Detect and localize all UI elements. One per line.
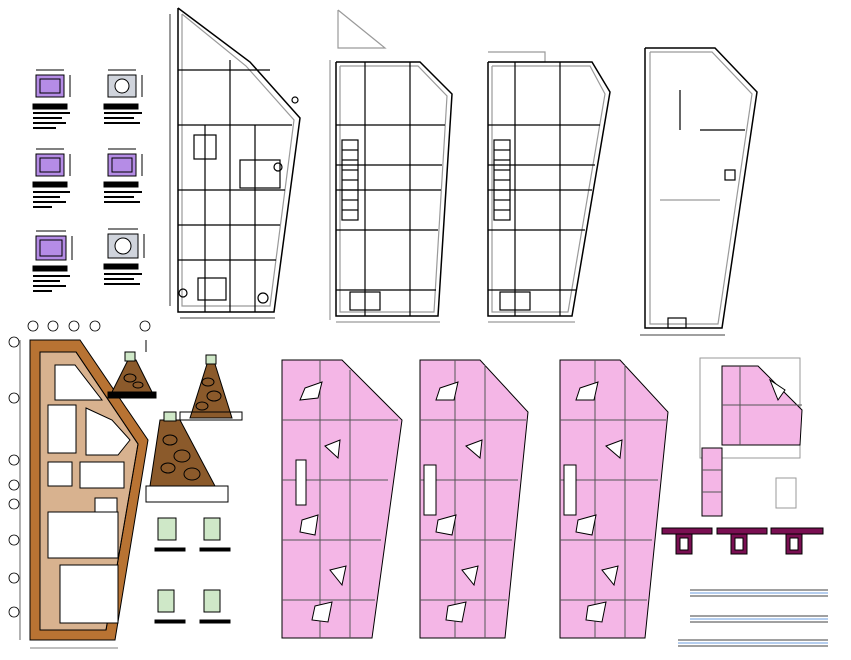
beam-section-3	[770, 527, 824, 555]
column-section-6	[103, 228, 145, 285]
pedestal-sections	[154, 517, 231, 624]
beam-elevation-2	[690, 615, 828, 623]
column-section-3	[32, 148, 71, 208]
footing-plan	[19, 339, 149, 649]
column-section-2	[103, 69, 143, 124]
stone-footing-section-3	[145, 411, 229, 503]
slab-reinforcement-plans	[281, 359, 669, 639]
foundation-layout-plan	[169, 7, 301, 319]
beam-section-1	[661, 527, 713, 555]
column-section-1	[32, 69, 71, 129]
terrace-slab-plan	[699, 357, 803, 517]
grid-markers	[8, 320, 151, 618]
beam-sections	[661, 527, 824, 555]
ground-floor-plan	[329, 9, 453, 323]
roof-plan	[640, 47, 758, 336]
beam-elevation-3	[678, 639, 828, 647]
slab-plan-2	[419, 359, 529, 639]
slab-plan-3	[559, 359, 669, 639]
column-section-5	[32, 230, 73, 292]
column-section-4	[103, 148, 143, 203]
stone-footing-section-1	[107, 340, 157, 399]
beam-elevation-1	[690, 589, 828, 597]
first-floor-plan	[487, 51, 611, 323]
stone-footing-section-2	[179, 354, 243, 421]
column-details	[32, 69, 145, 292]
stone-footing-sections	[107, 340, 243, 503]
slab-plan-1	[281, 359, 403, 639]
beam-section-2	[716, 527, 768, 555]
beam-elevations	[678, 589, 828, 647]
floor-plans-top-row	[169, 7, 758, 336]
